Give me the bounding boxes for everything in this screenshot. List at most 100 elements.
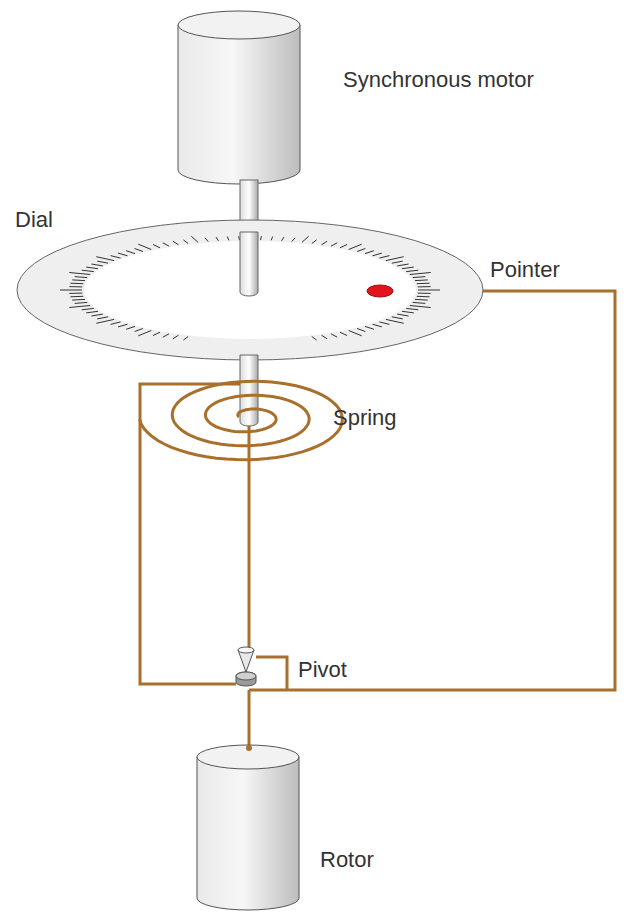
dial-tick	[406, 270, 418, 271]
dial-tick	[322, 335, 328, 339]
dial-tick	[135, 249, 143, 252]
dial-tick	[70, 296, 83, 298]
dial-tick	[153, 332, 160, 335]
dial-tick	[91, 264, 102, 266]
dial-tick	[227, 237, 229, 241]
dial-tick	[392, 317, 403, 319]
dial-tick	[72, 279, 85, 281]
dial-tick	[153, 245, 160, 248]
dial-tick	[397, 264, 408, 266]
dial-tick	[72, 299, 85, 301]
dial-tick	[97, 317, 108, 319]
dial-tick	[365, 326, 374, 329]
dial-tick	[111, 322, 121, 325]
dial-tick	[357, 329, 365, 332]
dial-tick	[118, 253, 127, 256]
dial-tick	[69, 286, 82, 287]
dial-tick	[357, 249, 365, 252]
pointer-dot	[367, 285, 393, 297]
dial-tick	[111, 256, 121, 259]
part-label: Synchronous motor	[343, 68, 534, 92]
dial-tick	[86, 311, 98, 313]
dial-tick	[349, 244, 362, 249]
dial-tick	[126, 251, 135, 254]
dial-tick	[118, 324, 127, 327]
dial-tick	[331, 334, 337, 337]
dial-tick	[75, 277, 88, 278]
spring-spiral	[140, 381, 343, 459]
dial-tick	[340, 332, 347, 335]
part-label: Rotor	[320, 848, 374, 872]
dial-tick	[163, 243, 169, 246]
dial-tick	[417, 296, 430, 298]
dial-tick	[173, 241, 179, 245]
part-label: Spring	[333, 406, 397, 430]
rotor-cylinder	[197, 745, 299, 910]
shaft	[240, 355, 258, 426]
dial-tick	[135, 329, 143, 332]
dial-tick	[386, 257, 404, 261]
dial-tick	[292, 238, 295, 242]
dial-tick	[69, 306, 90, 308]
wire-joint	[246, 745, 252, 751]
dial-tick	[379, 256, 389, 259]
dial-tick	[415, 299, 428, 301]
dial-tick	[406, 308, 418, 309]
dial-tick	[96, 257, 114, 261]
dial-tick	[379, 322, 389, 325]
dial-tick	[138, 244, 151, 249]
dial-tick	[418, 286, 431, 287]
dial-tick	[418, 293, 431, 294]
part-label: Dial	[15, 208, 53, 232]
shaft	[240, 232, 258, 296]
dial-tick	[322, 241, 328, 245]
dial-tick	[69, 293, 82, 294]
dial-tick	[312, 337, 317, 341]
dial-tick	[271, 237, 273, 241]
dial-tick	[191, 236, 198, 242]
dial-tick	[183, 240, 188, 244]
dial-tick	[97, 261, 108, 263]
dial-tick	[91, 314, 102, 316]
pivot	[236, 647, 256, 686]
dial-tick	[340, 245, 347, 248]
dial-tick	[302, 236, 309, 242]
part-label: Pointer	[490, 258, 560, 282]
motor-cylinder	[178, 11, 300, 184]
dial-tick	[365, 251, 374, 254]
dial-tick	[413, 302, 426, 303]
dial-tick	[417, 283, 430, 285]
dial-tick	[173, 335, 179, 339]
dial-tick	[69, 273, 90, 275]
dial-tick	[349, 331, 362, 336]
dial-tick	[392, 261, 403, 263]
dial-tick	[82, 308, 94, 309]
dial	[17, 220, 483, 360]
dial-tick	[402, 311, 414, 313]
dial-tick	[373, 324, 382, 327]
part-label: Pivot	[298, 658, 347, 682]
dial-tick	[86, 267, 98, 269]
dial-tick	[402, 267, 414, 269]
dial-tick	[183, 337, 188, 341]
dial-tick	[413, 277, 426, 278]
dial-tick	[138, 331, 151, 336]
dial-tick	[216, 237, 218, 241]
dial-tick	[60, 290, 82, 291]
dial-tick	[282, 237, 284, 241]
dial-tick	[96, 319, 114, 323]
dial-tick	[397, 314, 408, 316]
dial-tick	[82, 270, 94, 271]
dial-tick	[312, 240, 317, 244]
dial-tick	[418, 290, 440, 291]
dial-tick	[163, 334, 169, 337]
dial-tick	[205, 238, 208, 242]
dial-tick	[415, 279, 428, 281]
dial-tick	[70, 283, 83, 285]
dial-tick	[260, 236, 262, 240]
dial-tick	[331, 243, 337, 246]
dial-tick	[410, 306, 431, 308]
dial-tick	[126, 326, 135, 329]
dial-tick	[75, 302, 88, 303]
